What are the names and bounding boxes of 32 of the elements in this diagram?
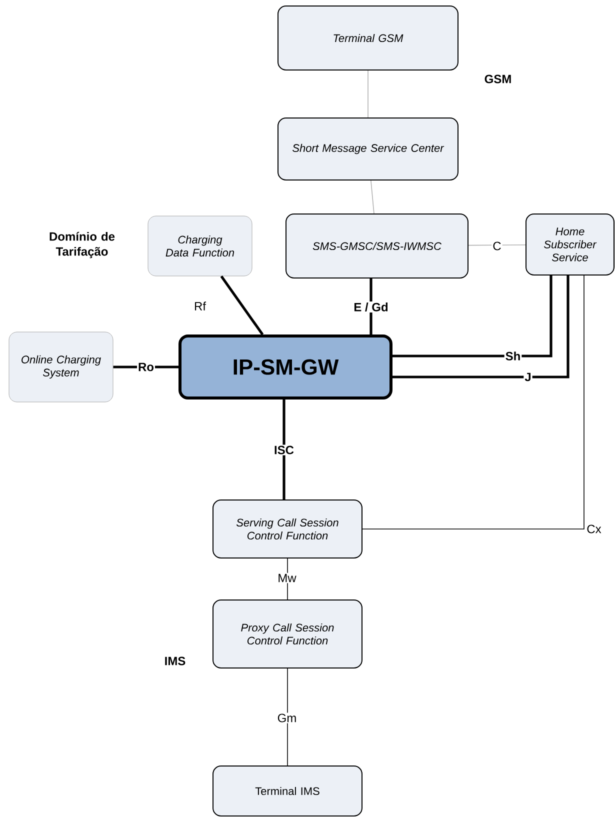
process-box: Terminal GSM <box>278 6 458 70</box>
process-box: Proxy Call Session Control Function <box>212 600 362 668</box>
connector-line <box>362 275 584 530</box>
process-box: Serving Call Session Control Function <box>212 500 362 558</box>
process-box: Terminal IMS <box>212 766 362 816</box>
edge-label: C <box>492 240 502 252</box>
connector-line <box>220 276 264 336</box>
edge-label: Gm <box>276 712 298 724</box>
connector-line <box>282 400 286 500</box>
connector-line <box>392 276 552 358</box>
connector-line <box>468 244 526 246</box>
connector-line <box>370 180 374 214</box>
edge-label: Mw <box>276 572 298 584</box>
edge-label: ISC <box>273 444 295 456</box>
process-box: Home Subscriber Service <box>526 214 614 276</box>
process-box: Short Message Service Center <box>278 118 458 180</box>
connector-line <box>392 276 570 378</box>
edge-label: Rf <box>193 300 207 312</box>
domain-label: GSM <box>484 74 511 84</box>
domain-label: IMS <box>165 656 186 666</box>
connector-line <box>287 558 288 600</box>
edge-label: J <box>524 372 532 382</box>
process-box: Online Charging System <box>8 332 114 402</box>
edge-label: Cx <box>586 524 602 534</box>
domain-label: Domínio de Tarifação <box>50 232 115 258</box>
process-box: Charging Data Function <box>148 216 252 276</box>
process-box: SMS-GMSC/SMS-IWMSC <box>286 214 468 278</box>
gateway-box: IP-SM-GW <box>178 334 392 400</box>
edge-label: Ro <box>137 362 155 372</box>
edge-label: E / Gd <box>352 302 390 312</box>
connector-line <box>287 668 288 766</box>
edge-label: Sh <box>504 350 522 362</box>
